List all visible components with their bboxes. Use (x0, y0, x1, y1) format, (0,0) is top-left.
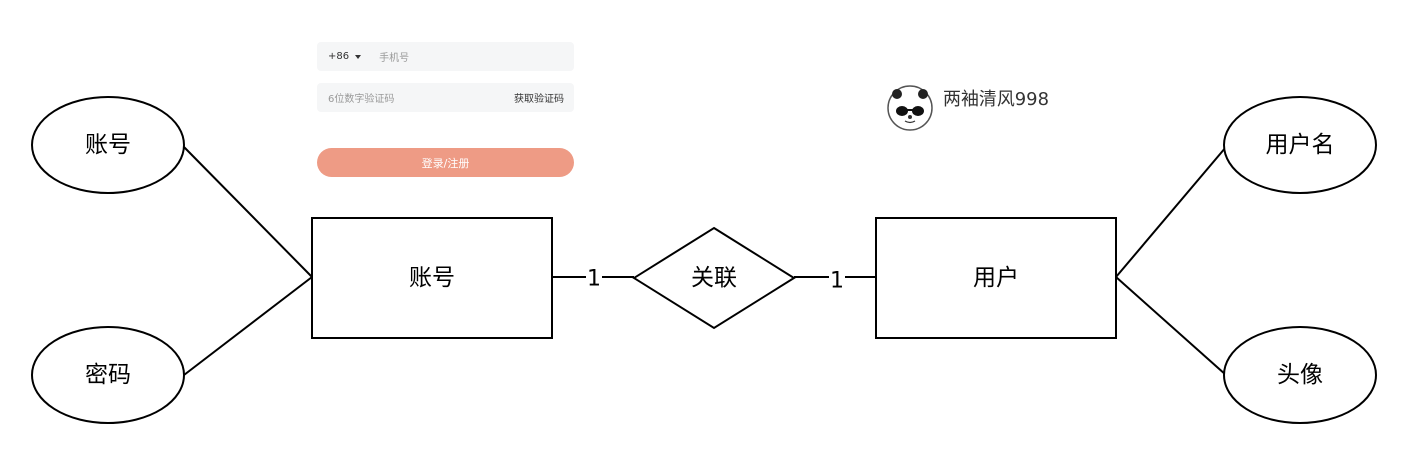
attribute-username (1223, 96, 1377, 194)
attribute-avatar-label: 头像 (1277, 362, 1323, 388)
edge-user-to-avatar (1115, 276, 1227, 376)
login-form: +86 手机号 6位数字验证码 获取验证码 登录/注册 (317, 42, 574, 177)
code-placeholder: 6位数字验证码 (328, 94, 395, 105)
attribute-password (31, 326, 185, 424)
edge-password-to-account (183, 276, 313, 376)
country-code-value: +86 (328, 51, 350, 62)
cardinality-left: 1 (587, 267, 601, 292)
country-code-select[interactable]: +86 (328, 51, 362, 62)
caret-down-icon (355, 54, 362, 59)
attribute-account-number-label: 账号 (85, 132, 131, 158)
verification-code-input[interactable]: 6位数字验证码 获取验证码 (317, 83, 574, 112)
entity-user-label: 用户 (973, 265, 1019, 291)
user-name: 两袖清风998 (943, 89, 1049, 110)
edge-account-number-to-account (183, 146, 313, 278)
edge-user-to-username (1115, 146, 1227, 278)
attribute-username-label: 用户名 (1266, 132, 1335, 158)
panda-avatar-icon (887, 85, 933, 131)
cardinality-right-bg (829, 269, 845, 289)
entity-user (875, 217, 1117, 339)
relationship-link-label: 关联 (691, 265, 737, 291)
entity-account (311, 217, 553, 339)
entity-account-label: 账号 (409, 265, 455, 291)
attribute-account-number (31, 96, 185, 194)
attribute-avatar (1223, 326, 1377, 424)
relationship-link (632, 226, 796, 330)
get-code-button[interactable]: 获取验证码 (514, 94, 564, 105)
attribute-password-label: 密码 (85, 362, 131, 388)
user-name-svg: 两袖清风998 (943, 89, 1049, 110)
cardinality-right: 1 (830, 269, 844, 294)
cardinality-left-bg (586, 268, 602, 288)
phone-input[interactable]: +86 手机号 (317, 42, 574, 71)
phone-placeholder: 手机号 (379, 53, 410, 64)
login-register-button[interactable]: 登录/注册 (317, 148, 574, 177)
